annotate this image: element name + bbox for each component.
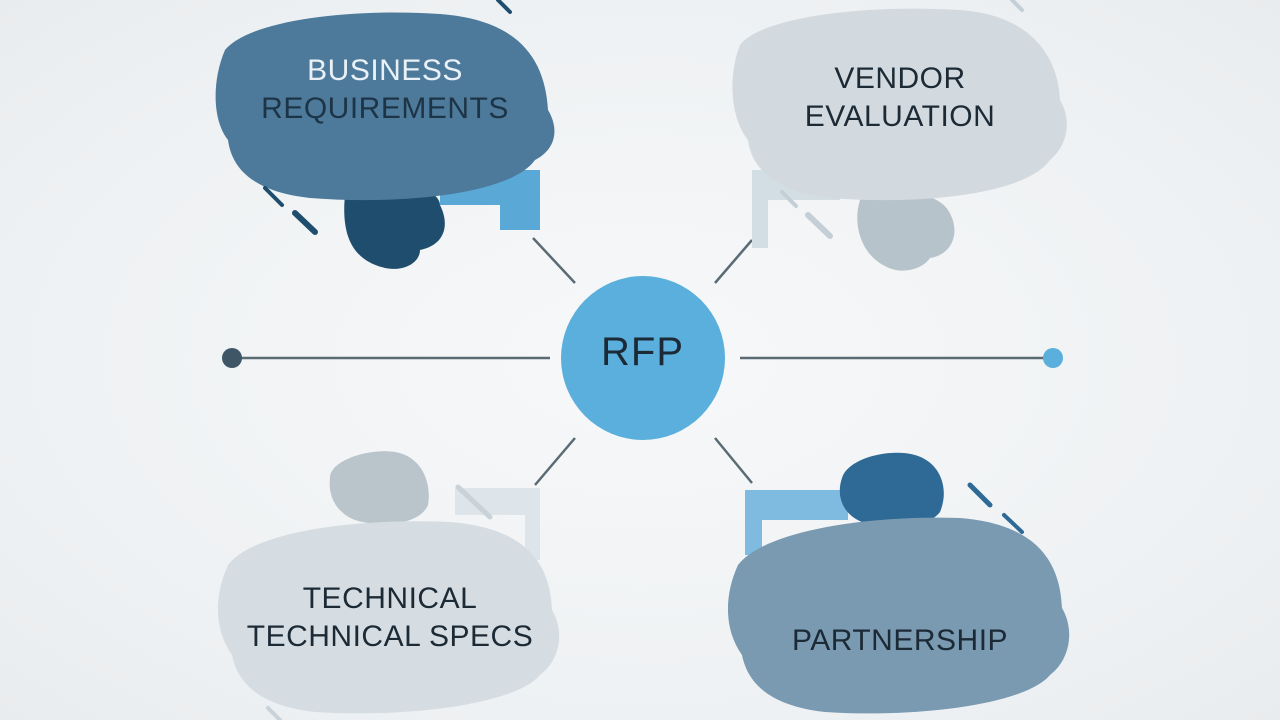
business-label-line2: REQUIREMENTS	[261, 92, 509, 126]
business-node	[215, 0, 555, 269]
vendor-decor-dash-2	[805, 212, 833, 239]
business-decor-dash-3	[496, 0, 512, 14]
vendor-evaluation-label: VENDOR EVALUATION	[725, 60, 1075, 137]
vendor-person-icon	[857, 190, 955, 271]
technical-blob	[217, 521, 560, 714]
partnership-decor-dash-1	[967, 482, 993, 508]
technical-label-line2: TECHNICAL SPECS	[246, 620, 534, 654]
business-label-line1: BUSINESS	[307, 54, 463, 87]
connector-bottom-right	[714, 437, 753, 484]
partnership-node	[727, 452, 1070, 714]
technical-specs-label: TECHNICAL TECHNICAL SPECS	[215, 580, 565, 657]
business-person-icon	[344, 182, 445, 269]
connector-right-endpoint	[1043, 348, 1063, 368]
partnership-monitor-shape	[745, 490, 848, 555]
connector-top-left	[532, 237, 576, 284]
technical-decor-dash-1	[455, 484, 493, 520]
connector-top-right	[714, 239, 753, 284]
technical-label-line1: TECHNICAL	[302, 582, 478, 615]
vendor-node	[732, 0, 1067, 271]
technical-node	[217, 451, 560, 720]
center-circle	[561, 276, 725, 440]
partnership-label: PARTNERSHIP	[725, 622, 1075, 660]
technical-decor-dash-2	[266, 706, 282, 720]
partnership-blob	[727, 517, 1070, 714]
partnership-decor-dash-2	[1002, 513, 1024, 534]
vendor-label-line1: VENDOR	[834, 62, 966, 95]
connector-left-endpoint	[222, 348, 242, 368]
technical-person-icon	[329, 451, 429, 525]
center-label: RFP	[601, 330, 684, 374]
partnership-label-line1: PARTNERSHIP	[791, 624, 1009, 657]
business-requirements-label: BUSINESS REQUIREMENTS	[210, 52, 560, 129]
connector-bottom-left	[534, 437, 576, 486]
partnership-person-icon	[839, 452, 944, 527]
business-decor-dash-1	[263, 186, 284, 207]
business-blob	[215, 12, 555, 201]
business-decor-dash-2	[292, 210, 318, 235]
vendor-decor-dash-1	[780, 190, 798, 208]
vendor-label-line2: EVALUATION	[804, 100, 996, 134]
vendor-blob	[732, 8, 1067, 201]
vendor-decor-dash-3	[1010, 0, 1024, 12]
